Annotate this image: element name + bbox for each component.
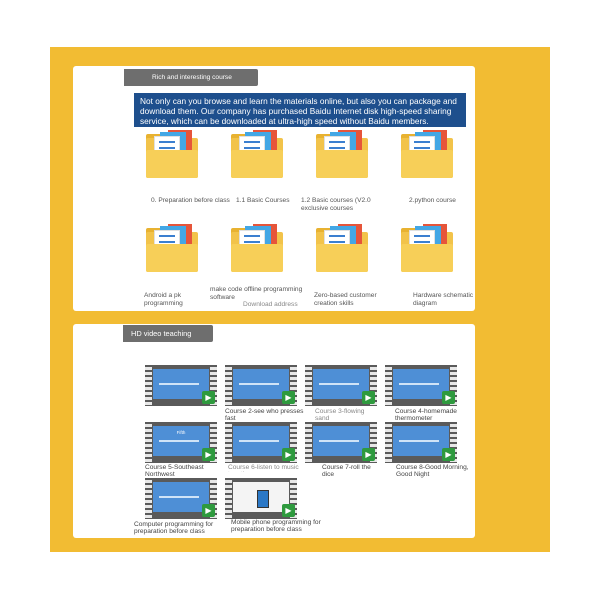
video-thumbnail[interactable]: ▶	[385, 365, 457, 406]
folder-label[interactable]: Android a pk programming	[144, 292, 183, 307]
folder-icon[interactable]	[231, 130, 283, 178]
folder-icon[interactable]	[401, 224, 453, 272]
folder-label[interactable]: Zero-based customer creation skills	[314, 292, 377, 307]
video-label[interactable]: Mobile phone programming for preparation…	[231, 519, 321, 534]
video-label[interactable]: Course 8-Good Morning, Good Night	[396, 464, 469, 479]
play-icon: ▶	[442, 391, 455, 404]
video-label[interactable]: Course 7-roll the dice	[322, 464, 371, 479]
video-course-panel: HD video teaching course ▶ ▶ Course 2-se…	[73, 324, 475, 538]
play-icon: ▶	[442, 448, 455, 461]
folder-icon[interactable]	[401, 130, 453, 178]
video-thumbnail[interactable]: ▶	[225, 478, 297, 519]
video-label[interactable]: Course 2-see who presses fast	[225, 408, 304, 423]
play-icon: ▶	[282, 391, 295, 404]
video-thumbnail[interactable]: ▶	[225, 422, 297, 463]
folder-icon[interactable]	[146, 224, 198, 272]
phone-icon	[257, 490, 269, 508]
folder-label[interactable]: 1.1 Basic Courses	[236, 197, 290, 204]
download-info-banner: Not only can you browse and learn the ma…	[134, 93, 466, 127]
play-icon: ▶	[282, 504, 295, 517]
folder-icon[interactable]	[316, 224, 368, 272]
play-icon: ▶	[362, 391, 375, 404]
video-thumbnail[interactable]: ▶	[305, 365, 377, 406]
video-course-tag: HD video teaching course	[123, 325, 213, 355]
play-icon: ▶	[362, 448, 375, 461]
video-label[interactable]: Computer programming for preparation bef…	[134, 521, 214, 536]
folder-icon[interactable]	[231, 224, 283, 272]
folder-icon[interactable]	[316, 130, 368, 178]
folder-label[interactable]: 2.python course	[409, 197, 456, 204]
folder-label[interactable]: 1.2 Basic courses (V2.0 exclusive course…	[301, 197, 371, 212]
folder-icon[interactable]	[146, 130, 198, 178]
video-label[interactable]: Course 4-homemade thermometer	[395, 408, 457, 423]
video-thumbnail[interactable]: ▶	[225, 365, 297, 406]
download-address-link[interactable]: Download address	[243, 301, 298, 308]
video-label[interactable]: Course 5-Southeast Northwest	[145, 464, 204, 479]
course-materials-panel: Rich and interesting course materials No…	[73, 66, 475, 311]
folder-label[interactable]: Hardware schematic diagram	[413, 292, 474, 307]
video-thumbnail[interactable]: ▶	[145, 365, 217, 406]
video-thumbnail[interactable]: ▶	[145, 478, 217, 519]
folder-label[interactable]: 0. Preparation before class	[151, 197, 230, 204]
video-label[interactable]: Course 3-flowing sand	[315, 408, 365, 423]
video-thumbnail[interactable]: ▶	[385, 422, 457, 463]
play-icon: ▶	[202, 448, 215, 461]
course-materials-tag: Rich and interesting course materials	[124, 69, 258, 98]
play-icon: ▶	[282, 448, 295, 461]
video-label[interactable]: Course 6-listen to music together	[228, 464, 299, 472]
video-thumbnail[interactable]: ▶	[305, 422, 377, 463]
play-icon: ▶	[202, 504, 215, 517]
folder-label[interactable]: make code offline programming software	[210, 286, 303, 301]
video-thumbnail[interactable]: Fifth ▶	[145, 422, 217, 463]
video-screen-caption: Fifth	[176, 430, 186, 435]
play-icon: ▶	[202, 391, 215, 404]
